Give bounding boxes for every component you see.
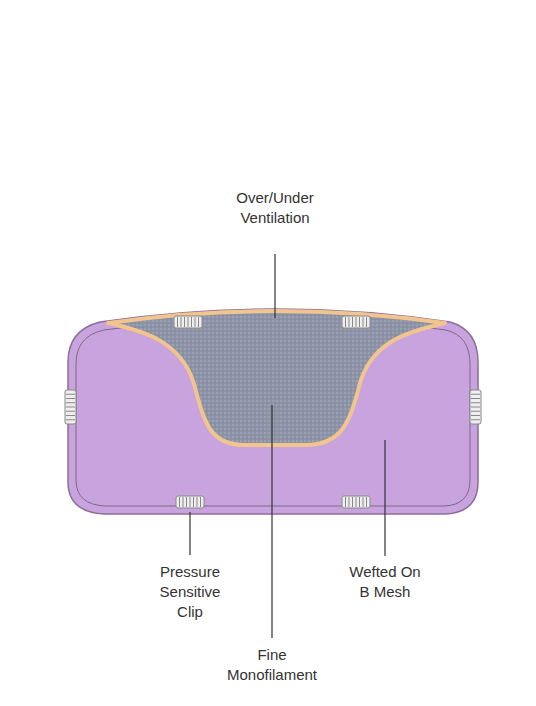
clip-tooth: [190, 497, 191, 507]
part-label: Fine Monofilament: [220, 645, 324, 685]
leader-line: [384, 440, 385, 556]
leader-lines: [190, 254, 385, 638]
clip-tooth: [181, 317, 182, 327]
clip-body: [174, 316, 202, 328]
clip-tooth: [66, 402, 75, 403]
leader-line: [189, 512, 190, 555]
clip-tooth: [66, 394, 75, 395]
clip-tooth: [188, 317, 189, 327]
clip-tooth: [363, 497, 364, 507]
clip-body: [342, 316, 370, 328]
clip-tooth: [471, 419, 480, 420]
clip-tooth: [200, 497, 201, 507]
clip-tooth: [345, 317, 346, 327]
pressure-clip: [470, 390, 481, 424]
leader-line: [274, 254, 275, 318]
clip-tooth: [359, 497, 360, 507]
clip-tooth: [352, 317, 353, 327]
clip-tooth: [195, 317, 196, 327]
leader-line: [271, 405, 272, 638]
clip-tooth: [352, 497, 353, 507]
clip-body: [470, 390, 481, 424]
clip-tooth: [66, 411, 75, 412]
clip-tooth: [356, 497, 357, 507]
wefted-base: [68, 309, 478, 514]
clip-tooth: [471, 402, 480, 403]
pressure-clips: [65, 316, 481, 508]
pressure-clip: [174, 316, 202, 328]
pressure-clip: [342, 316, 370, 328]
clip-tooth: [356, 317, 357, 327]
part-label-box: Wefted On B Mesh: [345, 562, 425, 602]
clip-tooth: [366, 317, 367, 327]
clip-tooth: [66, 398, 75, 399]
pressure-clip: [342, 496, 370, 508]
clip-tooth: [66, 407, 75, 408]
clip-tooth: [197, 497, 198, 507]
clip-tooth: [198, 317, 199, 327]
clip-tooth: [177, 317, 178, 327]
clip-tooth: [363, 317, 364, 327]
pressure-clip: [65, 390, 76, 424]
clip-tooth: [471, 415, 480, 416]
clip-tooth: [66, 415, 75, 416]
clip-tooth: [366, 497, 367, 507]
clip-body: [65, 390, 76, 424]
part-label: Over/Under Ventilation: [225, 188, 325, 228]
part-label-box: Pressure Sensitive Clip: [150, 562, 230, 622]
clip-body: [176, 496, 204, 508]
pressure-clip: [176, 496, 204, 508]
clip-tooth: [471, 407, 480, 408]
clip-tooth: [359, 317, 360, 327]
clip-tooth: [349, 317, 350, 327]
clip-tooth: [191, 317, 192, 327]
clip-tooth: [179, 497, 180, 507]
clip-tooth: [349, 497, 350, 507]
clip-tooth: [66, 419, 75, 420]
clip-tooth: [345, 497, 346, 507]
clip-tooth: [186, 497, 187, 507]
clip-tooth: [471, 411, 480, 412]
clip-tooth: [184, 317, 185, 327]
clip-body: [342, 496, 370, 508]
monofilament-panel: [108, 311, 445, 445]
part-label: Pressure Sensitive Clip: [150, 562, 230, 622]
clip-tooth: [183, 497, 184, 507]
clip-tooth: [471, 394, 480, 395]
part-label-box: Over/Under Ventilation: [225, 188, 325, 228]
part-label: Wefted On B Mesh: [345, 562, 425, 602]
part-label-box: Fine Monofilament: [220, 645, 324, 685]
clip-tooth: [471, 398, 480, 399]
clip-tooth: [193, 497, 194, 507]
